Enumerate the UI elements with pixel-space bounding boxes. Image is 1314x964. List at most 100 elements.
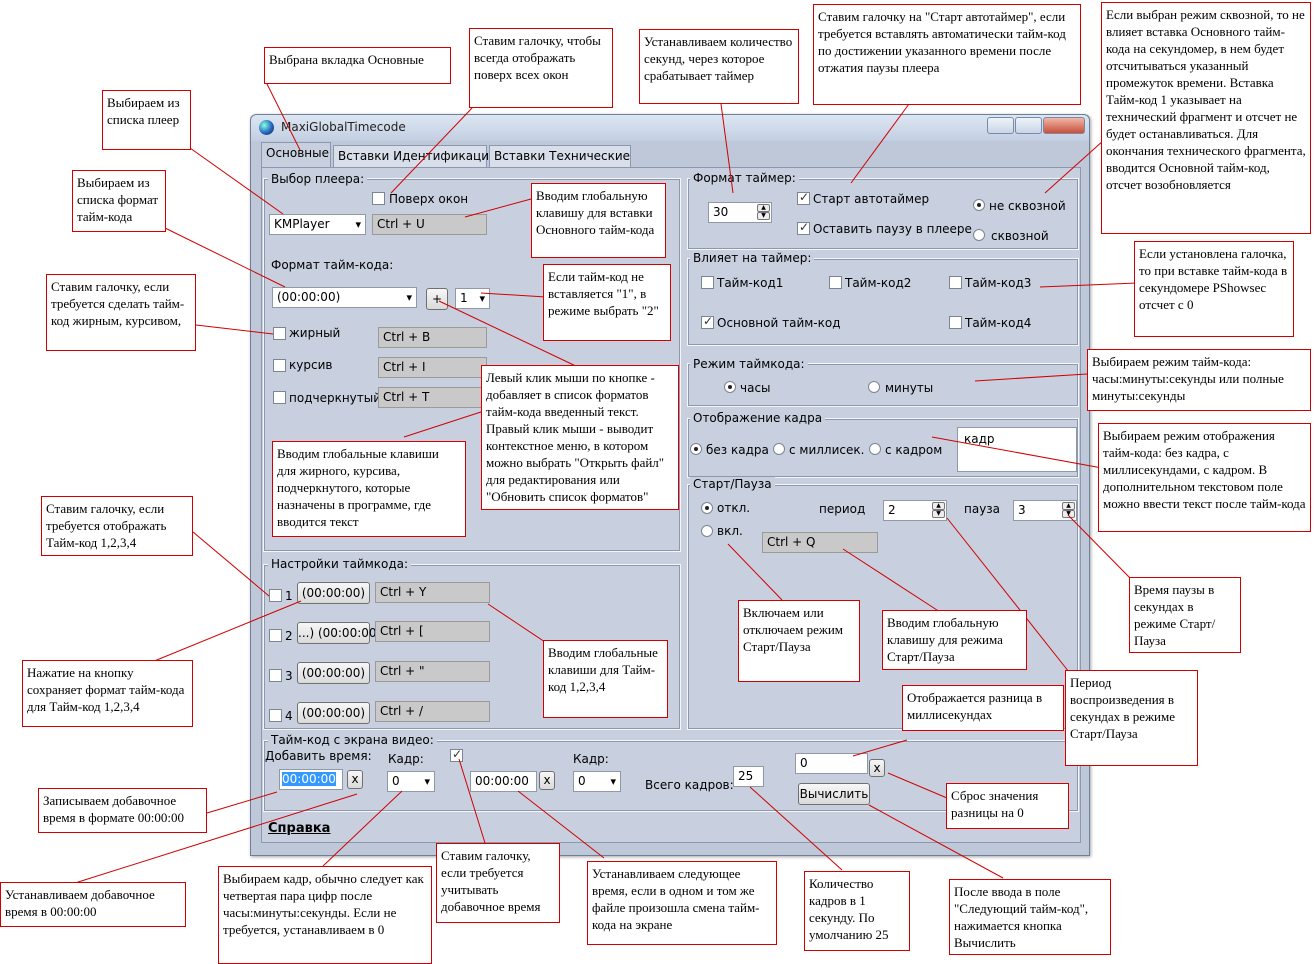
tc3-format-button[interactable]: (00:00:00) xyxy=(297,662,370,684)
note-pause-time: Время паузы в секундах в режиме Старт/Па… xyxy=(1129,577,1241,653)
tc1-format-button[interactable]: (00:00:00) xyxy=(297,582,370,604)
tab-technical[interactable]: Вставки Технические xyxy=(489,145,631,167)
affects-main-label: Основной тайм-код xyxy=(717,316,841,330)
period-spinner[interactable]: ▲▼ xyxy=(932,502,945,519)
noframe-radio[interactable] xyxy=(690,443,702,455)
affects-tc4-label: Тайм-код4 xyxy=(965,316,1032,330)
tc4-checkbox[interactable] xyxy=(269,709,282,722)
use-add-time-checkbox[interactable] xyxy=(450,747,463,762)
format-select[interactable]: (00:00:00) xyxy=(272,287,417,308)
calculate-button[interactable]: Вычислить xyxy=(798,783,870,805)
withframe-radio[interactable] xyxy=(869,443,881,455)
help-link[interactable]: Справка xyxy=(268,821,331,836)
not-through-radio[interactable] xyxy=(973,199,985,211)
ontop-checkbox[interactable] xyxy=(372,192,385,205)
affects-tc4-checkbox[interactable] xyxy=(949,316,962,329)
affects-tc1-checkbox[interactable] xyxy=(701,276,714,289)
keep-pause-label: Оставить паузу в плеере xyxy=(813,222,972,236)
tab-main[interactable]: Основные xyxy=(261,142,331,167)
affects-tc3-checkbox[interactable] xyxy=(949,276,962,289)
pause-field[interactable]: 3 ▲▼ xyxy=(1013,500,1077,521)
tc1-hotkey-field[interactable]: Ctrl + Y xyxy=(375,582,490,603)
note-add-time-format: Записываем добавочное время в формате 00… xyxy=(38,788,207,833)
pause-spinner[interactable]: ▲▼ xyxy=(1062,502,1075,519)
frame2-label: Кадр: xyxy=(573,752,609,766)
ms-radio[interactable] xyxy=(773,443,785,455)
italic-hotkey-field[interactable]: Ctrl + I xyxy=(378,357,487,378)
maximize-button[interactable] xyxy=(1015,117,1042,134)
pause-label: пауза xyxy=(964,502,1001,516)
timer-spinner[interactable]: ▲▼ xyxy=(757,204,770,221)
reset-difference-button[interactable]: x xyxy=(869,759,885,777)
tc2-hotkey-field[interactable]: Ctrl + [ xyxy=(375,621,490,642)
underline-hotkey-field[interactable]: Ctrl + T xyxy=(378,387,487,408)
underline-label: подчеркнутый xyxy=(289,391,382,405)
mode-group xyxy=(687,363,1079,407)
noframe-label: без кадра xyxy=(706,443,769,457)
startpause-on-radio[interactable] xyxy=(701,525,713,537)
note-through-mode: Если выбран режим сквозной, то не влияет… xyxy=(1101,2,1311,234)
bold-label: жирный xyxy=(289,326,341,340)
autostart-checkbox[interactable] xyxy=(797,190,810,205)
note-ontop: Ставим галочку, чтобы всегда отображать … xyxy=(469,28,613,108)
tc4-number: 4 xyxy=(285,709,293,723)
tc1-checkbox[interactable] xyxy=(269,589,282,602)
tc4-hotkey-field[interactable]: Ctrl + / xyxy=(375,701,490,722)
italic-checkbox[interactable] xyxy=(273,359,286,372)
minimize-button[interactable] xyxy=(987,117,1014,134)
bold-hotkey-field[interactable]: Ctrl + B xyxy=(378,327,487,348)
note-pshowsec: Если установлена галочка, то при вставке… xyxy=(1134,241,1294,337)
note-period: Период воспроизведения в секундах в режи… xyxy=(1065,670,1198,766)
ontop-label: Поверх окон xyxy=(389,192,469,206)
reset-next-time-button[interactable]: x xyxy=(539,771,555,790)
note-frame-display: Выбираем режим отображения тайм-кода: бе… xyxy=(1098,423,1311,532)
title-bar[interactable]: MaxiGlobalTimecode xyxy=(251,115,1089,141)
window-title: MaxiGlobalTimecode xyxy=(281,120,406,134)
tc3-number: 3 xyxy=(285,669,293,683)
tc1-number: 1 xyxy=(285,589,293,603)
startpause-group-label: Старт/Пауза xyxy=(690,477,775,491)
through-radio[interactable] xyxy=(973,229,985,241)
close-button[interactable] xyxy=(1043,117,1085,134)
keep-pause-checkbox[interactable] xyxy=(797,220,810,235)
add-time-field[interactable]: 00:00:00 xyxy=(279,769,343,790)
note-style-hotkeys: Вводим глобальные клавиши для жирного, к… xyxy=(272,441,466,537)
frame1-select[interactable]: 0 xyxy=(387,771,435,792)
tc2-format-button[interactable]: ...) (00:00:00 xyxy=(297,622,377,644)
tab-identification[interactable]: Вставки Идентификации xyxy=(333,145,497,167)
startpause-off-radio[interactable] xyxy=(701,502,713,514)
affects-group xyxy=(687,258,1079,346)
add-format-button[interactable]: + xyxy=(426,288,448,310)
tc2-checkbox[interactable] xyxy=(269,629,282,642)
frame-text-field[interactable]: кадр xyxy=(957,427,1077,472)
bold-checkbox[interactable] xyxy=(273,327,286,340)
format-index-select[interactable]: 1 xyxy=(455,288,490,309)
add-time-label: Добавить время: xyxy=(265,749,372,763)
frame2-select[interactable]: 0 xyxy=(573,771,621,792)
player-hotkey-field[interactable]: Ctrl + U xyxy=(372,214,487,235)
reset-add-time-button[interactable]: x xyxy=(347,770,363,789)
pause-value: 3 xyxy=(1018,503,1026,517)
underline-checkbox[interactable] xyxy=(273,391,286,404)
period-field[interactable]: 2 ▲▼ xyxy=(883,500,947,521)
player-group-label: Выбор плеера: xyxy=(268,172,368,186)
period-value: 2 xyxy=(888,503,896,517)
next-time-field[interactable]: 00:00:00 xyxy=(470,771,537,792)
hours-radio[interactable] xyxy=(724,381,736,393)
affects-tc2-checkbox[interactable] xyxy=(829,276,842,289)
minutes-radio[interactable] xyxy=(868,381,880,393)
timer-seconds-value: 30 xyxy=(713,205,729,219)
tc3-checkbox[interactable] xyxy=(269,669,282,682)
startpause-hotkey-field[interactable]: Ctrl + Q xyxy=(762,532,878,553)
timecode-settings-label: Настройки таймкода: xyxy=(268,557,412,571)
total-frames-field[interactable]: 25 xyxy=(733,766,764,787)
affects-main-checkbox[interactable] xyxy=(701,314,714,329)
note-next-time: Устанавливаем следующее время, если в од… xyxy=(587,861,777,945)
tc3-hotkey-field[interactable]: Ctrl + " xyxy=(375,661,490,682)
tc4-format-button[interactable]: (00:00:00) xyxy=(297,702,370,724)
player-select[interactable]: KMPlayer xyxy=(269,214,366,235)
timer-seconds-field[interactable]: 30 ▲▼ xyxy=(708,202,772,223)
note-reset-difference: Сброс значения разницы на 0 xyxy=(946,783,1069,829)
app-globe-icon xyxy=(259,120,274,135)
affects-group-label: Влияет на таймер: xyxy=(690,251,815,265)
